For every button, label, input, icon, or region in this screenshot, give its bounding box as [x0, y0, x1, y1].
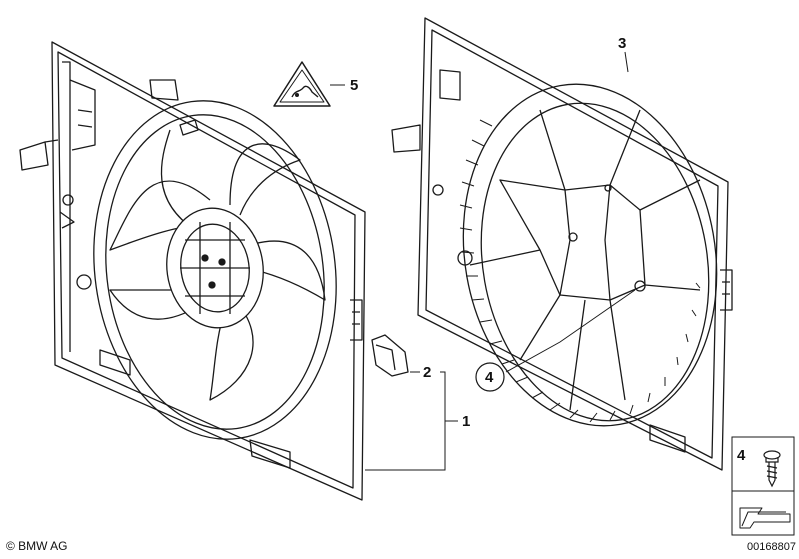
- copyright-text: © BMW AG: [6, 539, 68, 553]
- document-number: 00168807: [747, 541, 796, 553]
- callout-4: 4: [485, 369, 494, 386]
- fan-shroud-assembly-right: [391, 17, 733, 471]
- callout-1: 1: [462, 413, 470, 430]
- screw-icon: [763, 450, 781, 488]
- bracket-part: [371, 334, 409, 377]
- warning-label-icon: [273, 61, 331, 107]
- callout-3: 3: [618, 35, 626, 52]
- callout-circle-4: [475, 362, 505, 392]
- leader-4: [505, 289, 636, 373]
- callout-4-detail: 4: [737, 447, 746, 464]
- leader-3: [624, 51, 629, 73]
- fan-shroud-assembly-left: [19, 41, 366, 501]
- leader-1: [365, 371, 446, 471]
- callout-5: 5: [350, 77, 358, 94]
- direction-arrow-icon: [739, 507, 791, 529]
- callout-2: 2: [423, 364, 431, 381]
- bolt-detail-box: [731, 436, 795, 536]
- leader-lines: [330, 51, 636, 471]
